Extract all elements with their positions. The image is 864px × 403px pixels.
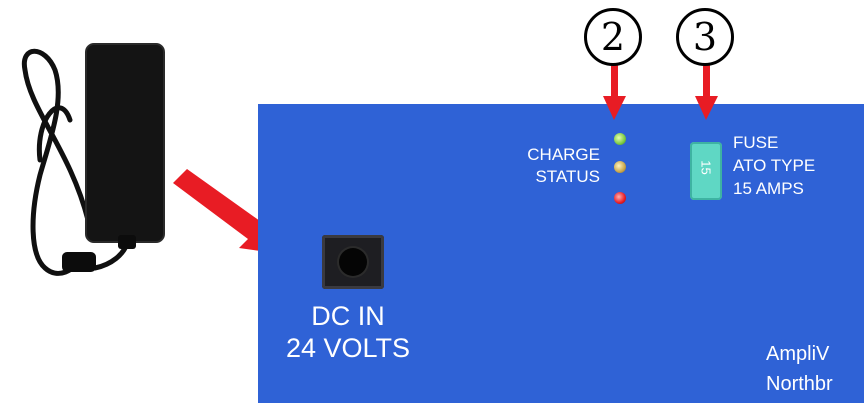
red-arrow-to-dc-jack — [173, 169, 282, 254]
adapter-strain-relief — [118, 235, 136, 249]
brand-label-line2: Northbr — [766, 373, 833, 395]
equipment-panel: DC IN 24 VOLTS CHARGE STATUS 15 FUSE ATO… — [258, 104, 864, 403]
dc-in-label-line2: 24 VOLTS — [285, 333, 411, 363]
brand-label: AmpliV Northbr — [766, 339, 864, 399]
ato-fuse: 15 — [690, 142, 722, 200]
fuse-label-line3: 15 AMPS — [733, 179, 804, 198]
charge-status-line1: CHARGE — [527, 145, 600, 164]
adapter-ferrite — [62, 252, 96, 272]
charge-status-label: CHARGE STATUS — [490, 144, 600, 188]
callout-arrow-2 — [603, 64, 626, 120]
dc-input-jack — [322, 235, 384, 289]
callout-2: 2 — [584, 8, 642, 66]
led-green — [614, 133, 626, 145]
callout-3: 3 — [676, 8, 734, 66]
led-amber — [614, 161, 626, 173]
fuse-label: FUSE ATO TYPE 15 AMPS — [733, 131, 853, 200]
led-red — [614, 192, 626, 204]
charge-status-line2: STATUS — [535, 167, 600, 186]
fuse-label-line2: ATO TYPE — [733, 156, 816, 175]
dc-in-label: DC IN 24 VOLTS — [278, 300, 418, 364]
callout-arrow-3 — [695, 64, 718, 120]
fuse-label-line1: FUSE — [733, 133, 779, 152]
dc-in-label-line1: DC IN — [311, 301, 385, 331]
brand-label-line1: AmpliV — [766, 343, 830, 365]
